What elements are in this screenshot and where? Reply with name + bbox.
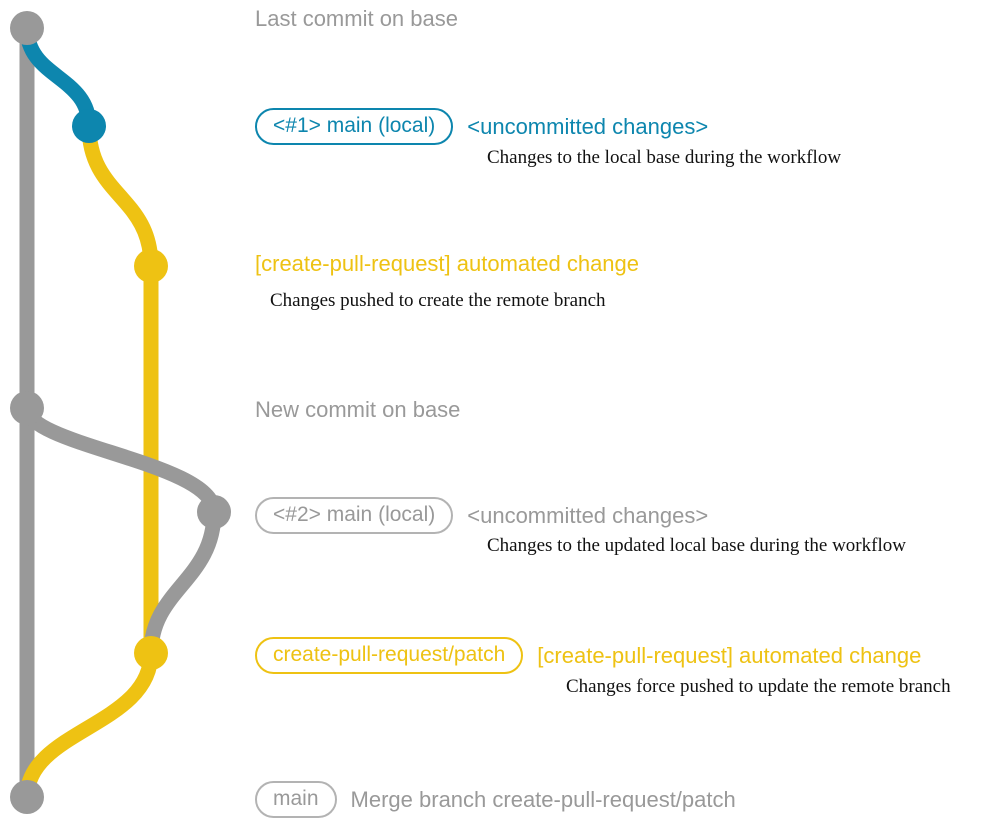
- branch-pill-local-1[interactable]: <#1> main (local): [255, 108, 454, 145]
- edge-base-new-to-local-2: [19, 400, 222, 520]
- row-merge: main Merge branch create-pull-request/pa…: [255, 781, 736, 818]
- commit-message-merge: Merge branch create-pull-request/patch: [350, 786, 736, 812]
- row-last-commit: Last commit on base: [255, 8, 458, 30]
- description-patch-1: Changes pushed to create the remote bran…: [270, 290, 606, 311]
- commit-message-local-1: <uncommitted changes>: [467, 113, 709, 139]
- row-patch-1: [create-pull-request] automated change: [255, 253, 639, 275]
- node-base-head: [10, 11, 44, 45]
- node-patch-2: [134, 636, 168, 670]
- description-local-2: Changes to the updated local base during…: [487, 535, 906, 556]
- node-local-2: [197, 495, 231, 529]
- commit-message-local-2: <uncommitted changes>: [467, 502, 709, 528]
- node-base-merge: [10, 780, 44, 814]
- edge-local-2-to-patch-2: [143, 504, 222, 661]
- edge-base-to-local-1: [19, 20, 97, 134]
- git-graph: [10, 11, 231, 814]
- node-base-new: [10, 391, 44, 425]
- row-local-1: <#1> main (local) <uncommitted changes>: [255, 108, 708, 145]
- branch-pill-local-2[interactable]: <#2> main (local): [255, 497, 454, 534]
- commit-message-new-commit: New commit on base: [255, 397, 461, 422]
- node-patch-1: [134, 249, 168, 283]
- description-local-1: Changes to the local base during the wor…: [487, 147, 842, 168]
- row-local-2: <#2> main (local) <uncommitted changes>: [255, 497, 708, 534]
- commit-message-patch-2: [create-pull-request] automated change: [537, 642, 922, 668]
- commit-message-patch-1: [create-pull-request] automated change: [255, 251, 640, 276]
- node-local-1: [72, 109, 106, 143]
- row-new-commit: New commit on base: [255, 399, 460, 421]
- description-patch-2: Changes force pushed to update the remot…: [566, 676, 951, 697]
- branch-pill-patch-2[interactable]: create-pull-request/patch: [255, 637, 524, 674]
- edge-local-1-to-patch-1: [81, 118, 159, 274]
- branch-pill-main[interactable]: main: [255, 781, 337, 818]
- commit-message-last-commit: Last commit on base: [255, 6, 458, 31]
- row-patch-2: create-pull-request/patch [create-pull-r…: [255, 637, 921, 674]
- edge-patch-2-to-base-merge: [19, 645, 159, 805]
